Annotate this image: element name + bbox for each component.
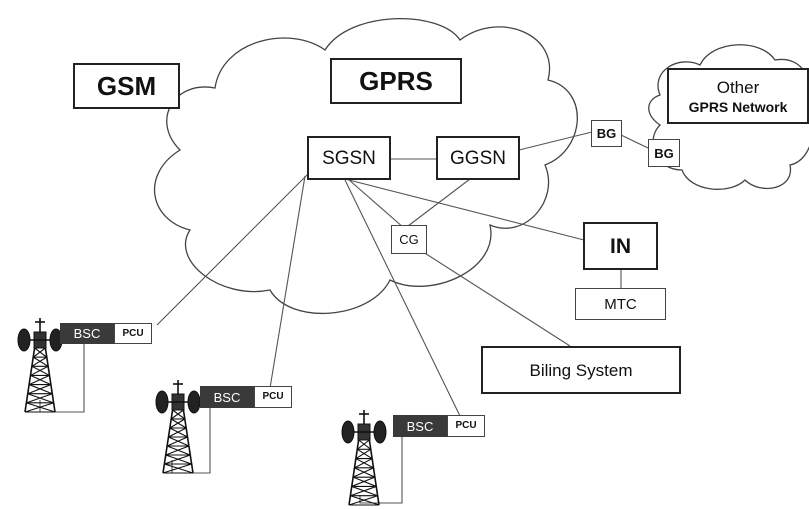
link-bg-bg [618,133,649,149]
antenna-tower-icon [17,318,63,413]
antenna-tower-icon [341,410,387,506]
bsc-label: BSC [393,415,447,437]
bsc-pcu-group-2: BSC PCU [200,386,292,408]
sgsn-node: SGSN [307,136,391,180]
gsm-label: GSM [73,63,180,109]
bsc-pcu-group-1: BSC PCU [60,323,152,344]
bsc-pcu-group-3: BSC PCU [393,415,485,437]
link-tower3-bsc3 [359,437,403,504]
link-sgsn-cg [347,178,405,229]
bsc-label: BSC [60,323,114,344]
link-sgsn-bsc1 [156,171,311,326]
bg-node-left: BG [591,120,622,147]
cg-node: CG [391,225,427,254]
gprs-label: GPRS [330,58,462,104]
link-ggsn-bg [518,131,593,151]
bg-node-right: BG [648,139,680,167]
other-network-line1: Other [716,77,760,97]
pcu-label: PCU [114,323,152,344]
pcu-label: PCU [447,415,485,437]
billing-system-node: Biling System [481,346,681,394]
other-network-label: Other GPRS Network [667,68,809,124]
bsc-label: BSC [200,386,254,408]
pcu-label: PCU [254,386,292,408]
other-network-line2: GPRS Network [688,98,788,115]
ggsn-node: GGSN [436,136,520,180]
link-sgsn-bsc2 [269,175,306,389]
in-node: IN [583,222,658,270]
link-cg-billing [419,249,571,347]
mtc-node: MTC [575,288,666,320]
link-ggsn-cg [407,178,471,227]
link-tower1-bsc1 [39,344,85,413]
antenna-tower-icon [155,380,201,474]
link-sgsn-in [344,178,585,241]
link-sgsn-bsc3 [344,179,461,417]
